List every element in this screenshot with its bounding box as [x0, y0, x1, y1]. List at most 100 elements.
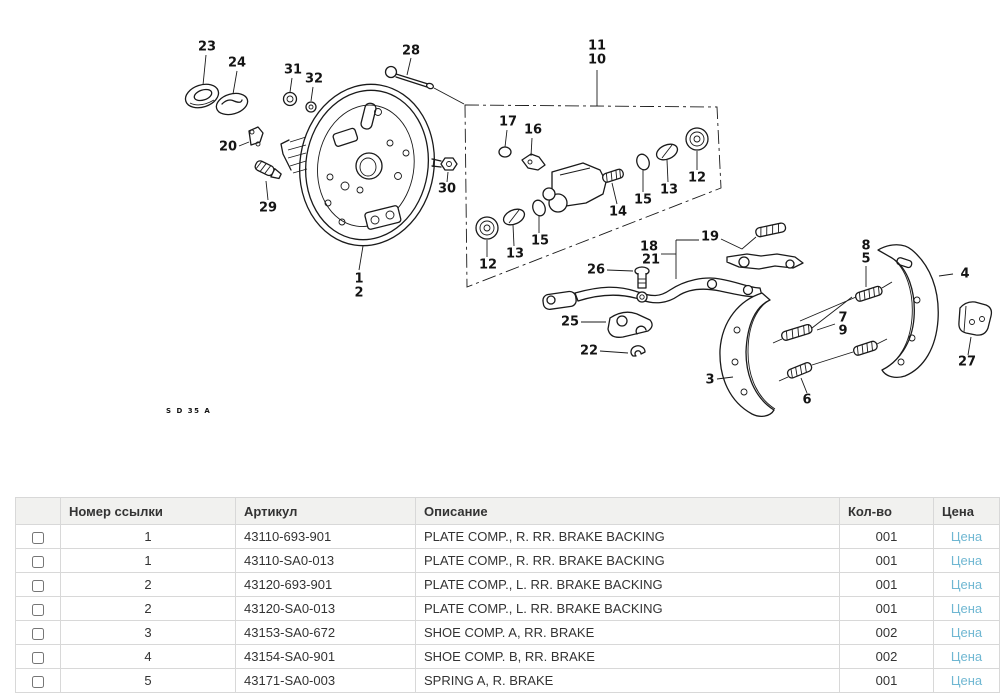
part-label-13: 13 — [506, 247, 524, 262]
part-label-27: 27 — [958, 355, 976, 370]
price-link[interactable]: Цена — [950, 673, 983, 688]
row-checkbox[interactable] — [32, 555, 44, 568]
part-label-14: 14 — [609, 205, 627, 220]
row-checkbox[interactable] — [32, 627, 44, 640]
cell-desc: PLATE COMP., L. RR. BRAKE BACKING — [415, 596, 840, 621]
row-checkbox[interactable] — [32, 579, 44, 592]
table-row: 3 43153-SA0-672 SHOE COMP. A, RR. BRAKE … — [15, 620, 1000, 645]
cell-ref: 3 — [60, 620, 236, 645]
part-label-1: 1 — [354, 272, 363, 287]
spring-8-5 — [799, 266, 893, 322]
backing-plate — [280, 83, 436, 271]
part-label-32: 32 — [305, 72, 323, 87]
header-sku: Артикул — [235, 497, 416, 525]
cell-sku: 43120-SA0-013 — [235, 596, 416, 621]
cell-ref: 1 — [60, 524, 236, 549]
row-checkbox[interactable] — [32, 603, 44, 616]
price-link[interactable]: Цена — [950, 601, 983, 616]
cell-sku: 43110-693-901 — [235, 524, 416, 549]
table-row: 1 43110-SA0-013 PLATE COMP., R. RR. BRAK… — [15, 548, 1000, 573]
cell-price: Цена — [933, 644, 1000, 669]
boot-27 — [958, 301, 993, 356]
row-checkbox[interactable] — [32, 531, 44, 544]
part-label-15: 15 — [531, 234, 549, 249]
cell-desc: PLATE COMP., L. RR. BRAKE BACKING — [415, 572, 840, 597]
price-link[interactable]: Цена — [950, 649, 983, 664]
cell-desc: SHOE COMP. B, RR. BRAKE — [415, 644, 840, 669]
cell-sku: 43110-SA0-013 — [235, 548, 416, 573]
cell-sku: 43154-SA0-901 — [235, 644, 416, 669]
part-label-12: 12 — [688, 171, 706, 186]
part-label-30: 30 — [438, 182, 456, 197]
parts-table: Номер ссылки Артикул Описание Кол-во Цен… — [15, 497, 1000, 693]
part-label-3: 3 — [705, 373, 714, 388]
part-label-9: 9 — [838, 324, 847, 339]
cell-ref: 2 — [60, 572, 236, 597]
price-link[interactable]: Цена — [950, 529, 983, 544]
price-link[interactable]: Цена — [950, 553, 983, 568]
part-label-11: 11 — [588, 39, 606, 54]
header-ref: Номер ссылки — [60, 497, 236, 525]
row-checkbox-cell — [15, 596, 61, 621]
cell-sku: 43120-693-901 — [235, 572, 416, 597]
part-label-10: 10 — [588, 53, 606, 68]
part-label-26: 26 — [587, 263, 605, 278]
parts-table-body: 1 43110-693-901 PLATE COMP., R. RR. BRAK… — [15, 524, 1000, 693]
grommet-24 — [215, 70, 249, 116]
part-label-31: 31 — [284, 63, 302, 78]
cell-price: Цена — [933, 620, 1000, 645]
header-checkbox-cell — [15, 497, 61, 525]
parts-diagram: 2324313228111017162029301213151415131226… — [166, 39, 993, 417]
row-checkbox-cell — [15, 524, 61, 549]
cell-ref: 5 — [60, 668, 236, 693]
cell-price: Цена — [933, 596, 1000, 621]
spring-6 — [778, 338, 888, 394]
cell-ref: 4 — [60, 644, 236, 669]
adjuster-29 — [254, 160, 282, 201]
row-checkbox-cell — [15, 620, 61, 645]
row-checkbox[interactable] — [32, 651, 44, 664]
washer-32 — [305, 86, 317, 113]
table-header-row: Номер ссылки Артикул Описание Кол-во Цен… — [15, 497, 1000, 525]
price-link[interactable]: Цена — [950, 577, 983, 592]
cell-ref: 2 — [60, 596, 236, 621]
spindle — [280, 136, 308, 174]
header-qty: Кол-во — [839, 497, 934, 525]
cell-qty: 001 — [839, 548, 934, 573]
part-label-16: 16 — [524, 123, 542, 138]
cell-qty: 001 — [839, 668, 934, 693]
part-label-15: 15 — [634, 193, 652, 208]
part-label-6: 6 — [802, 393, 811, 408]
row-checkbox-cell — [15, 668, 61, 693]
cell-price: Цена — [933, 548, 1000, 573]
cell-qty: 001 — [839, 572, 934, 597]
cell-price: Цена — [933, 668, 1000, 693]
part-label-28: 28 — [402, 44, 420, 59]
diagram-code: S D 35 A — [166, 407, 211, 415]
row-checkbox-cell — [15, 572, 61, 597]
part-label-22: 22 — [580, 344, 598, 359]
cell-qty: 001 — [839, 596, 934, 621]
part-label-7: 7 — [838, 311, 847, 326]
part-label-29: 29 — [259, 201, 277, 216]
nut-31 — [282, 77, 298, 107]
part-label-25: 25 — [561, 315, 579, 330]
cell-desc: SPRING A, R. BRAKE — [415, 668, 840, 693]
row-checkbox[interactable] — [32, 675, 44, 688]
spring-7-9 — [772, 296, 853, 344]
table-row: 1 43110-693-901 PLATE COMP., R. RR. BRAK… — [15, 524, 1000, 549]
price-link[interactable]: Цена — [950, 625, 983, 640]
part-label-20: 20 — [219, 140, 237, 155]
pin-28 — [384, 57, 465, 105]
arm-25 — [581, 311, 653, 338]
wheel-cylinder-box — [464, 70, 722, 288]
part-label-2: 2 — [354, 286, 363, 301]
part-label-12: 12 — [479, 258, 497, 273]
cell-qty: 002 — [839, 620, 934, 645]
cell-desc: PLATE COMP., R. RR. BRAKE BACKING — [415, 548, 840, 573]
clip-20 — [238, 126, 264, 147]
part-label-24: 24 — [228, 56, 246, 71]
brake-shoe-3 — [716, 292, 776, 417]
header-price: Цена — [933, 497, 1000, 525]
